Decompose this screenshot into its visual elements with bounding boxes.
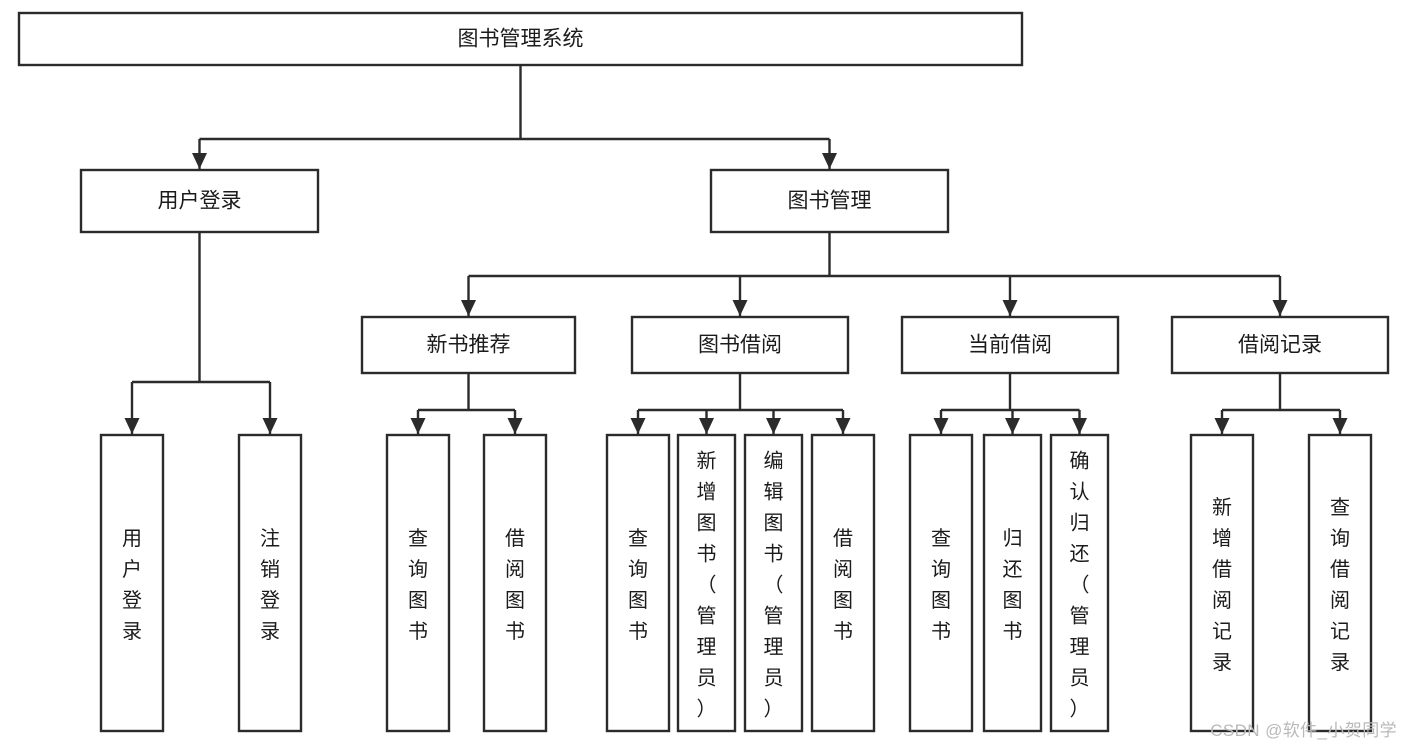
node-leaf-return-book[interactable]: 归还图书 xyxy=(982,433,1043,733)
arrow-head-icon xyxy=(766,418,781,434)
arrow-head-icon xyxy=(1272,300,1288,316)
node-label: 用户登录 xyxy=(158,190,242,213)
arrow-head-icon xyxy=(1332,418,1348,434)
arrow-head-icon xyxy=(1214,418,1230,434)
node-label: 新书推荐 xyxy=(427,334,511,357)
node-box[interactable] xyxy=(630,315,850,375)
node-label: 借阅图书 xyxy=(505,527,525,643)
node-label: 图书管理 xyxy=(788,190,872,213)
node-box[interactable] xyxy=(982,433,1043,733)
node-label: 新增图书（管理员） xyxy=(697,450,717,721)
arrow-head-icon xyxy=(410,418,426,434)
node-root[interactable]: 图书管理系统 xyxy=(17,11,1024,67)
node-label: 查询图书 xyxy=(931,527,951,643)
node-box[interactable] xyxy=(709,168,950,234)
node-label: 查询图书 xyxy=(628,527,648,643)
node-label: 新增借阅记录 xyxy=(1212,496,1232,674)
node-leaf-user-login[interactable]: 用户登录 xyxy=(99,433,165,733)
node-book-borrow[interactable]: 图书借阅 xyxy=(630,315,850,375)
node-leaf-edit-book-admin[interactable]: 编辑图书（管理员） xyxy=(743,433,804,733)
watermark-label: CSDN @软件_小贺同学 xyxy=(1210,721,1397,740)
node-leaf-add-borrow-record[interactable]: 新增借阅记录 xyxy=(1189,433,1255,733)
node-box[interactable] xyxy=(385,433,451,733)
node-box[interactable] xyxy=(482,433,548,733)
node-leaf-query-book-current[interactable]: 查询图书 xyxy=(908,433,974,733)
node-new-book-recommend[interactable]: 新书推荐 xyxy=(360,315,577,375)
node-box[interactable] xyxy=(1189,433,1255,733)
node-box[interactable] xyxy=(900,315,1120,375)
node-box[interactable] xyxy=(99,433,165,733)
node-leaf-query-book-borrow[interactable]: 查询图书 xyxy=(605,433,671,733)
node-box[interactable] xyxy=(605,433,671,733)
node-label: 确认归还（管理员） xyxy=(1070,450,1090,721)
arrow-head-icon xyxy=(699,418,714,434)
arrow-head-icon xyxy=(835,418,851,434)
node-leaf-borrow-book-recommend[interactable]: 借阅图书 xyxy=(482,433,548,733)
arrow-head-icon xyxy=(461,300,476,316)
arrow-head-icon xyxy=(262,418,278,434)
node-box[interactable] xyxy=(79,168,320,234)
node-borrow-record[interactable]: 借阅记录 xyxy=(1170,315,1390,375)
arrow-head-icon xyxy=(822,153,837,169)
node-leaf-add-book-admin[interactable]: 新增图书（管理员） xyxy=(676,433,737,733)
node-label: 借阅图书 xyxy=(833,527,853,643)
node-leaf-query-borrow-record[interactable]: 查询借阅记录 xyxy=(1307,433,1373,733)
node-book-management[interactable]: 图书管理 xyxy=(709,168,950,234)
arrow-head-icon xyxy=(1005,418,1020,434)
node-leaf-borrow-book[interactable]: 借阅图书 xyxy=(810,433,876,733)
node-label: 归还图书 xyxy=(1003,527,1023,643)
node-box[interactable] xyxy=(1307,433,1373,733)
node-label: 编辑图书（管理员） xyxy=(764,450,784,721)
node-box[interactable] xyxy=(1049,433,1110,733)
arrow-head-icon xyxy=(630,418,646,434)
node-box[interactable] xyxy=(908,433,974,733)
connectors-layer xyxy=(124,65,1348,434)
arrow-head-icon xyxy=(124,418,140,434)
node-user-login[interactable]: 用户登录 xyxy=(79,168,320,234)
node-box[interactable] xyxy=(743,433,804,733)
node-label: 图书借阅 xyxy=(698,334,782,357)
node-box[interactable] xyxy=(676,433,737,733)
node-label: 注销登录 xyxy=(260,527,280,643)
arrow-head-icon xyxy=(1072,418,1087,434)
node-box[interactable] xyxy=(17,11,1024,67)
nodes-layer: 图书管理系统用户登录图书管理新书推荐图书借阅当前借阅借阅记录用户登录注销登录查询… xyxy=(17,11,1390,733)
node-label: 借阅记录 xyxy=(1238,334,1322,357)
node-leaf-confirm-return-admin[interactable]: 确认归还（管理员） xyxy=(1049,433,1110,733)
arrow-head-icon xyxy=(732,300,748,316)
node-current-borrow[interactable]: 当前借阅 xyxy=(900,315,1120,375)
node-label: 当前借阅 xyxy=(968,334,1052,357)
node-box[interactable] xyxy=(360,315,577,375)
arrow-head-icon xyxy=(1002,300,1018,316)
arrow-head-icon xyxy=(192,153,207,169)
arrow-head-icon xyxy=(933,418,949,434)
node-box[interactable] xyxy=(810,433,876,733)
node-box[interactable] xyxy=(1170,315,1390,375)
arrow-head-icon xyxy=(507,418,523,434)
node-leaf-query-book-recommend[interactable]: 查询图书 xyxy=(385,433,451,733)
node-leaf-user-logout[interactable]: 注销登录 xyxy=(237,433,303,733)
node-label: 查询借阅记录 xyxy=(1330,496,1350,674)
node-box[interactable] xyxy=(237,433,303,733)
node-label: 用户登录 xyxy=(122,528,142,643)
node-label: 图书管理系统 xyxy=(458,28,584,51)
node-label: 查询图书 xyxy=(408,527,428,643)
